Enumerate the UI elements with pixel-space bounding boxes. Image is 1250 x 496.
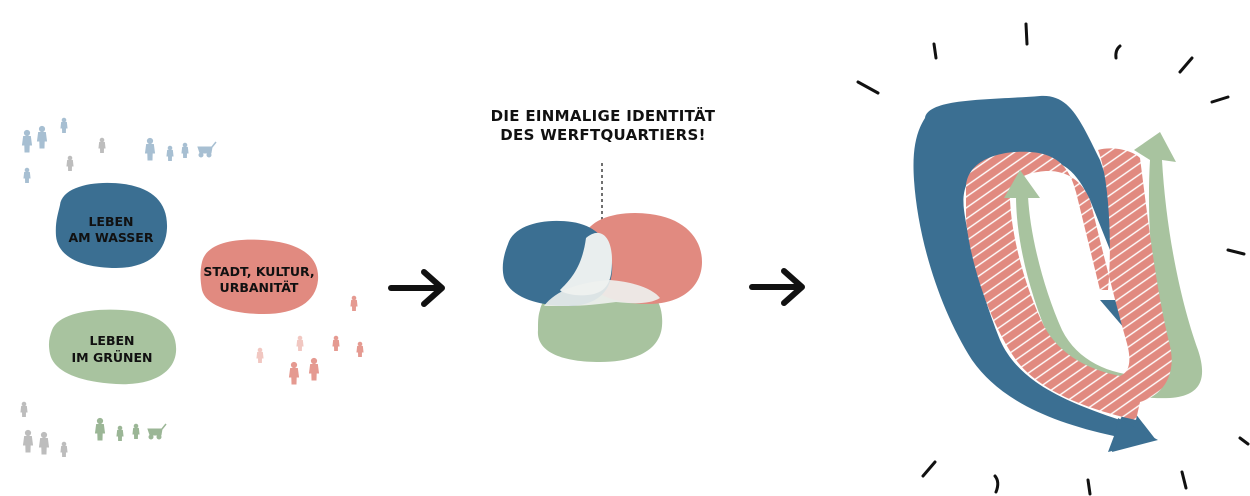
blob-label-gruen-line1: LEBEN [89,333,134,348]
person-icon [60,441,68,457]
u-arrow-green-inner-head [1004,170,1040,198]
people-group-bottom-green [95,417,167,441]
sparkle-dash-icon [856,22,1250,496]
u-arrow-blue [913,95,1156,452]
person-icon [66,155,74,171]
person-icon [289,361,299,385]
person-icon [20,401,28,417]
blob-label-kultur-line1: STADT, KULTUR, [203,264,314,279]
venn-overlap-lower [544,280,660,306]
u-arrow-blue-tip [1112,418,1158,452]
identity-title-line1: DIE EINMALIGE IDENTITÄT [491,106,716,125]
person-icon [39,431,49,455]
arrow-right-icon [388,269,445,307]
people-group-bottom [20,401,68,457]
identity-title-line2: DES WERFTQUARTIERS! [500,126,705,144]
arrow-right-icon [749,268,805,306]
person-icon [166,145,174,161]
blob-leben-am-wasser [55,182,168,268]
person-icon [116,425,124,441]
person-icon [332,335,340,351]
u-arrow-red-hatched [966,148,1172,420]
person-icon [350,295,358,311]
person-icon [98,137,106,153]
person-icon [132,423,140,439]
person-icon [22,129,32,153]
people-group-top-grey [66,137,106,171]
people-group-red-light [256,335,304,363]
u-arrow-green [1004,132,1203,399]
person-icon [60,117,68,133]
blob-label-kultur-line2: URBANITÄT [220,280,299,295]
people-group-top [22,117,217,183]
person-icon [309,357,319,381]
blob-stadt-kultur-urbanitaet [200,239,319,314]
person-icon [145,137,155,161]
blob-label-wasser-line1: LEBEN [88,214,133,229]
blob-leben-im-gruenen [48,309,177,385]
blob-label-gruen-line2: IM GRÜNEN [72,350,153,365]
person-icon [296,335,304,351]
person-icon [256,347,264,363]
person-icon [23,429,33,453]
person-icon [181,142,189,158]
person-icon [37,125,47,149]
person-icon [356,341,364,357]
blob-label-wasser-line2: AM WASSER [69,230,154,245]
person-icon [23,167,31,183]
stroller-icon [197,141,217,158]
stroller-icon [147,423,167,440]
person-icon [95,417,105,441]
venn-overlap-center [560,232,612,296]
